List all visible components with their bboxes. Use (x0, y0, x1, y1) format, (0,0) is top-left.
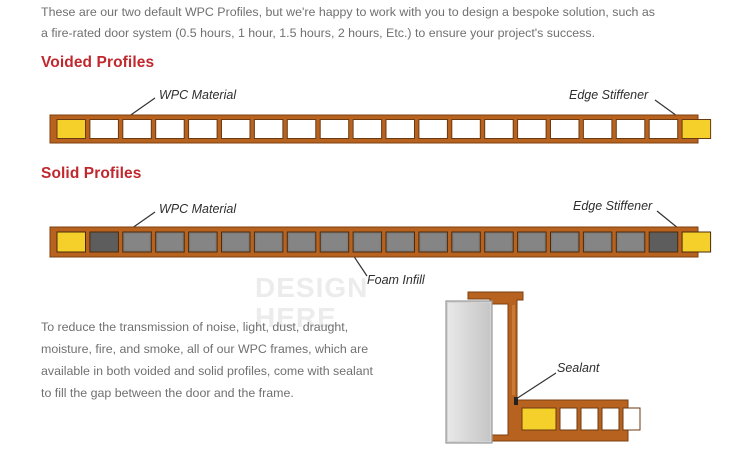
solid-profiles-heading: Solid Profiles (41, 165, 142, 182)
frame-voided-cells (521, 407, 641, 431)
solid-foam-texture (585, 234, 610, 250)
voided-cell (286, 119, 317, 139)
solid-foam-infill-label: Foam Infill (367, 273, 425, 287)
voided-cell (253, 119, 284, 139)
solid-foam-texture (388, 234, 413, 250)
voided-cell (550, 119, 580, 139)
voided-cell (89, 119, 119, 139)
solid-foam-texture (223, 234, 248, 250)
intro-line-1: These are our two default WPC Profiles, … (41, 5, 655, 19)
sealant-label: Sealant (557, 361, 600, 375)
solid-foam-texture (190, 234, 216, 250)
voided-cell (385, 119, 415, 139)
intro-line-2: a fire-rated door system (0.5 hours, 1 h… (41, 26, 596, 40)
voided-cell (451, 119, 481, 139)
watermark-line-1: DESIGN (255, 272, 369, 303)
solid-edge-stiffener-cell (56, 231, 86, 253)
watermark-line-2: HERE (255, 302, 337, 333)
solid-foam-texture (355, 234, 380, 250)
solid-foam-texture (256, 234, 281, 250)
solid-wpc-cell (89, 231, 119, 253)
sealant-description-line-4: to fill the gap between the door and the… (41, 386, 294, 400)
frame-voided-cell (580, 407, 599, 431)
solid-foam-texture (519, 234, 545, 250)
voided-profiles-heading: Voided Profiles (41, 54, 155, 71)
solid-profile-strip (49, 226, 712, 258)
solid-edge-stiffener-cell (681, 231, 712, 253)
voided-cell (615, 119, 646, 139)
solid-wpc-cell (648, 231, 679, 253)
voided-profile-strip (49, 114, 712, 144)
frame-inner-edge (512, 305, 515, 395)
solid-foam-texture (289, 234, 314, 250)
voided-cell (418, 119, 448, 139)
solid-foam-texture (157, 234, 183, 250)
frame-voided-cell (559, 407, 578, 431)
solid-foam-texture (420, 234, 446, 250)
solid-foam-texture (618, 234, 643, 250)
voided-cell (319, 119, 350, 139)
frame-stiffener-cell (521, 407, 557, 431)
sealant-description-line-2: moisture, fire, and smoke, all of our WP… (41, 342, 369, 356)
voided-cell (352, 119, 383, 139)
solid-foam-texture (322, 234, 347, 250)
voided-edge-stiffener-cell (681, 119, 712, 139)
sealant-description-line-3: available in both voided and solid profi… (41, 364, 373, 378)
voided-cell (122, 119, 152, 139)
sealant-strip (514, 397, 518, 405)
voided-cell (155, 119, 185, 139)
frame-voided-cell (601, 407, 620, 431)
voided-edge-stiffener-label: Edge Stiffener (569, 88, 649, 102)
voided-cell (484, 119, 514, 139)
sealant-leader (515, 372, 557, 400)
voided-cell (648, 119, 679, 139)
watermark: DESIGN HERE (255, 273, 368, 333)
door-leaf-face (448, 303, 490, 441)
solid-wpc-material-label: WPC Material (159, 202, 237, 216)
intro-paragraph: These are our two default WPC Profiles, … (41, 2, 731, 44)
voided-cell (582, 119, 613, 139)
solid-foam-texture (552, 234, 577, 250)
solid-foam-texture (486, 234, 512, 250)
sealant-description: To reduce the transmission of noise, lig… (41, 316, 461, 404)
voided-cell (221, 119, 251, 139)
solid-foam-texture (124, 234, 150, 250)
voided-cell (517, 119, 547, 139)
voided-wpc-material-label: WPC Material (159, 88, 237, 102)
solid-foam-texture (453, 234, 479, 250)
frame-voided-cell (622, 407, 641, 431)
voided-cell (188, 119, 218, 139)
voided-edge-stiffener-cell (56, 119, 86, 139)
solid-edge-stiffener-label: Edge Stiffener (573, 199, 653, 213)
sealant-description-line-1: To reduce the transmission of noise, lig… (41, 320, 349, 334)
